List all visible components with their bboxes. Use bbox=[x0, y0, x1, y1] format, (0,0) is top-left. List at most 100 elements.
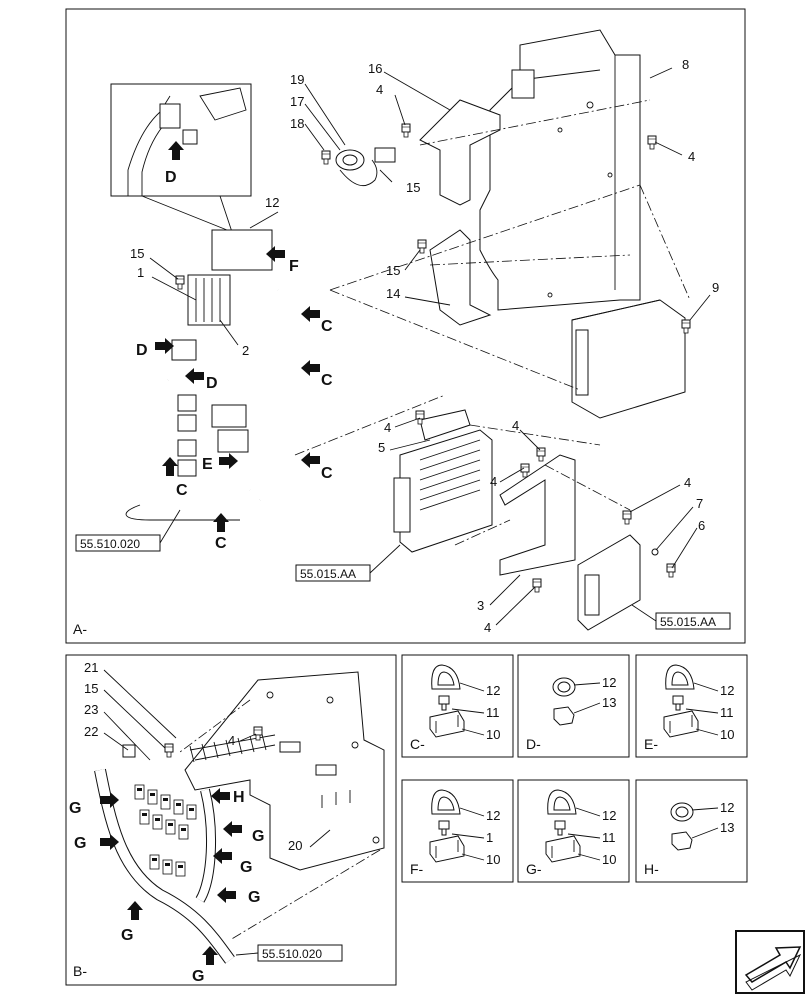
callout-15-b: 15 bbox=[406, 180, 420, 195]
detail-frame bbox=[635, 654, 748, 758]
ecu-5 bbox=[393, 409, 493, 553]
connector-detail-inset: D bbox=[110, 83, 252, 233]
callout-12: 12 bbox=[265, 195, 279, 210]
detail-panel-g: 12 11 10G- bbox=[517, 779, 630, 883]
base-icon bbox=[545, 835, 581, 863]
detail-callout: 11 bbox=[720, 705, 734, 720]
panel-b-label: B- bbox=[73, 963, 87, 979]
view-letter-f: F bbox=[289, 258, 299, 275]
reference-harness-b: 55.510.020 bbox=[235, 944, 343, 962]
callout-b-21: 21 bbox=[84, 660, 98, 675]
detail-callout: 10 bbox=[486, 852, 500, 867]
view-letter-g-5: G bbox=[248, 889, 260, 906]
screw-icon bbox=[438, 820, 450, 830]
detail-section-label: D- bbox=[526, 736, 541, 752]
callout-4-g: 4 bbox=[484, 620, 491, 635]
detail-section-label: H- bbox=[644, 861, 659, 877]
screw-icon bbox=[438, 695, 450, 705]
svg-text:55.015.AA: 55.015.AA bbox=[300, 567, 356, 581]
harness-b bbox=[94, 743, 235, 964]
callout-b-4: 4 bbox=[228, 733, 235, 748]
detail-frame bbox=[635, 779, 748, 883]
detail-section-label: E- bbox=[644, 736, 658, 752]
detail-frame bbox=[401, 779, 514, 883]
leaders-a bbox=[149, 67, 711, 626]
detail-callout: 13 bbox=[720, 820, 734, 835]
detail-frame bbox=[517, 779, 630, 883]
washer-7 bbox=[651, 548, 659, 556]
detail-callout: 12 bbox=[602, 675, 616, 690]
panel-a: A- D bbox=[65, 8, 746, 644]
panel-a-frame bbox=[65, 8, 746, 644]
detail-section-label: G- bbox=[526, 861, 542, 877]
callout-9: 9 bbox=[712, 280, 719, 295]
callout-4-a: 4 bbox=[376, 82, 383, 97]
callout-15-c: 15 bbox=[386, 263, 400, 278]
reference-text: 55.510.020 bbox=[80, 537, 140, 551]
view-letter-g-1: G bbox=[69, 800, 81, 817]
callout-4-e: 4 bbox=[490, 474, 497, 489]
view-letter-d-2: D bbox=[136, 342, 148, 359]
callout-1: 1 bbox=[137, 265, 144, 280]
callout-6: 6 bbox=[698, 518, 705, 533]
view-letter-d-3: D bbox=[206, 375, 218, 392]
detail-callout: 13 bbox=[602, 695, 616, 710]
view-arrows-a: F C C C D D E C C bbox=[136, 246, 333, 552]
detail-callout: 12 bbox=[602, 808, 616, 823]
detail-panel-d: 12 13D- bbox=[517, 654, 630, 758]
bracket-14 bbox=[429, 229, 492, 326]
view-letter-g-7: G bbox=[192, 968, 204, 985]
detail-callout: 10 bbox=[720, 727, 734, 742]
callout-19: 19 bbox=[290, 72, 304, 87]
callout-2: 2 bbox=[242, 343, 249, 358]
ecu-6 bbox=[577, 534, 641, 631]
detail-callout: 12 bbox=[486, 808, 500, 823]
detail-callout: 12 bbox=[720, 683, 734, 698]
detail-callout: 12 bbox=[486, 683, 500, 698]
view-letter-c-3: C bbox=[321, 465, 333, 482]
view-letter-g-4: G bbox=[240, 859, 252, 876]
view-letter-g-2: G bbox=[74, 835, 86, 852]
view-letter-e: E bbox=[202, 456, 213, 473]
bracket-16 bbox=[419, 99, 501, 206]
detail-frame bbox=[517, 654, 630, 758]
view-letter-c-4: C bbox=[176, 482, 188, 499]
base-icon bbox=[429, 710, 465, 738]
detail-callout: 11 bbox=[486, 705, 500, 720]
callout-18: 18 bbox=[290, 116, 304, 131]
panel-b: B- bbox=[65, 654, 397, 986]
callout-17: 17 bbox=[290, 94, 304, 109]
callout-3: 3 bbox=[477, 598, 484, 613]
detail-frame bbox=[401, 654, 514, 758]
callout-5: 5 bbox=[378, 440, 385, 455]
reference-ecu-5: 55.015.AA bbox=[295, 544, 401, 582]
bracket-3 bbox=[499, 454, 576, 576]
callout-4-f: 4 bbox=[684, 475, 691, 490]
svg-text:55.510.020: 55.510.020 bbox=[262, 947, 322, 961]
harness-a bbox=[125, 229, 301, 521]
ecu-9 bbox=[571, 299, 686, 419]
clip-icon bbox=[553, 706, 575, 726]
detail-callout: 11 bbox=[602, 830, 616, 845]
svg-text:55.015.AA: 55.015.AA bbox=[660, 615, 716, 629]
callout-7: 7 bbox=[696, 496, 703, 511]
callout-b-15: 15 bbox=[84, 681, 98, 696]
panel-b-frame bbox=[65, 654, 397, 986]
clip-icon bbox=[671, 831, 693, 851]
base-icon bbox=[429, 835, 465, 863]
detail-panel-e: 12 11 10E- bbox=[635, 654, 748, 758]
next-page-arrow-icon[interactable] bbox=[735, 930, 805, 994]
view-letter-c-1: C bbox=[321, 318, 333, 335]
view-letter-g-3: G bbox=[252, 828, 264, 845]
view-letter-c-5: C bbox=[215, 535, 227, 552]
callout-14: 14 bbox=[386, 286, 400, 301]
detail-callout: 1 bbox=[486, 830, 493, 845]
callout-4-b: 4 bbox=[688, 149, 695, 164]
base-icon bbox=[663, 710, 699, 738]
detail-callout: 10 bbox=[602, 852, 616, 867]
callout-4-d: 4 bbox=[512, 418, 519, 433]
detail-callout: 12 bbox=[720, 800, 734, 815]
reference-ecu-6: 55.015.AA bbox=[631, 604, 731, 630]
